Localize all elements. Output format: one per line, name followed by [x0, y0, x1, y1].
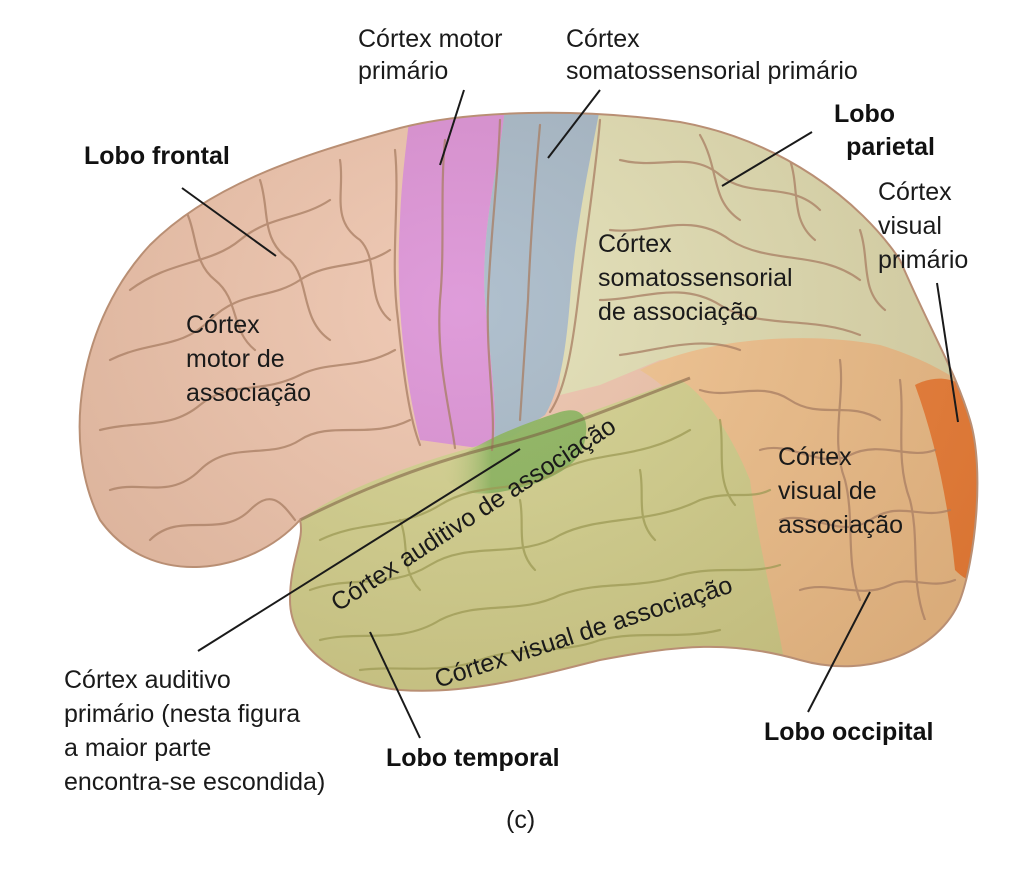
label-occipital-lobe: Lobo occipital: [764, 718, 933, 746]
leader-parietal-lobe: [721, 131, 813, 187]
leader-frontal-lobe: [181, 187, 277, 257]
leader-temporal-lobe: [369, 631, 421, 739]
leader-visual-primary: [936, 282, 959, 423]
leader-somatosensory-primary: [547, 89, 601, 159]
label-visual-primary: Córtex visual primário: [878, 178, 968, 274]
label-somatosensory-primary: Córtex somatossensorial primário: [566, 25, 858, 85]
label-parietal-lobe: Lobo parietal: [834, 100, 935, 161]
label-auditory-primary: Córtex auditivo primário (nesta figura a…: [64, 666, 325, 796]
brain-outline: [78, 111, 979, 692]
label-visual-association-right: Córtex visual de associação: [778, 443, 903, 539]
leader-lines: [181, 89, 959, 739]
label-frontal-lobe: Lobo frontal: [84, 142, 230, 170]
leader-auditory-primary: [197, 448, 521, 652]
leader-motor-primary: [439, 89, 465, 166]
label-somatosensory-association: Córtex somatossensorial de associação: [598, 230, 799, 326]
label-motor-association: Córtex motor de associação: [186, 311, 311, 407]
label-temporal-lobe: Lobo temporal: [386, 744, 560, 772]
label-motor-primary: Córtex motor primário: [358, 25, 509, 85]
panel-label: (c): [506, 806, 535, 834]
leader-occipital-lobe: [807, 591, 871, 713]
